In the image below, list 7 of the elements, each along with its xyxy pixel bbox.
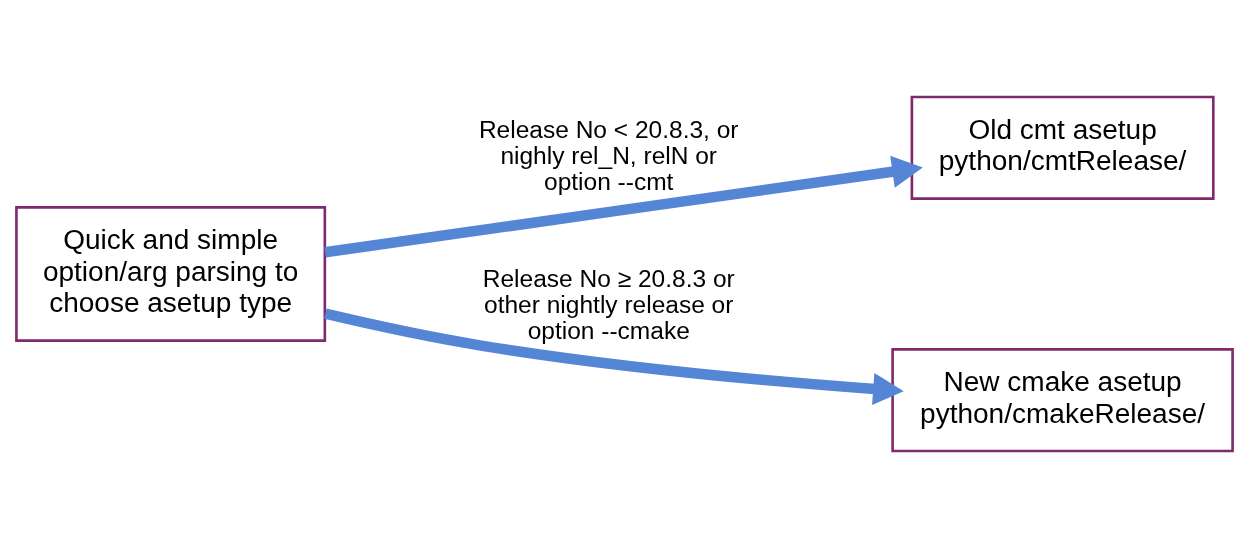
node-box: Quick and simple option/arg parsing to choose asetup type: [15, 205, 327, 342]
node-box: New cmake asetup python/cmakeRelease/: [891, 347, 1234, 452]
arrow: [324, 308, 904, 405]
arrow: [324, 155, 923, 257]
edge-label: Release No < 20.8.3, or nighly rel_N, relN or option --cmt: [478, 115, 739, 195]
edge-label: Release No ≥ 20.8.3 or other nightly release or option --cmake: [482, 264, 735, 344]
node-box: Old cmt asetup python/cmtRelease/: [910, 95, 1215, 200]
